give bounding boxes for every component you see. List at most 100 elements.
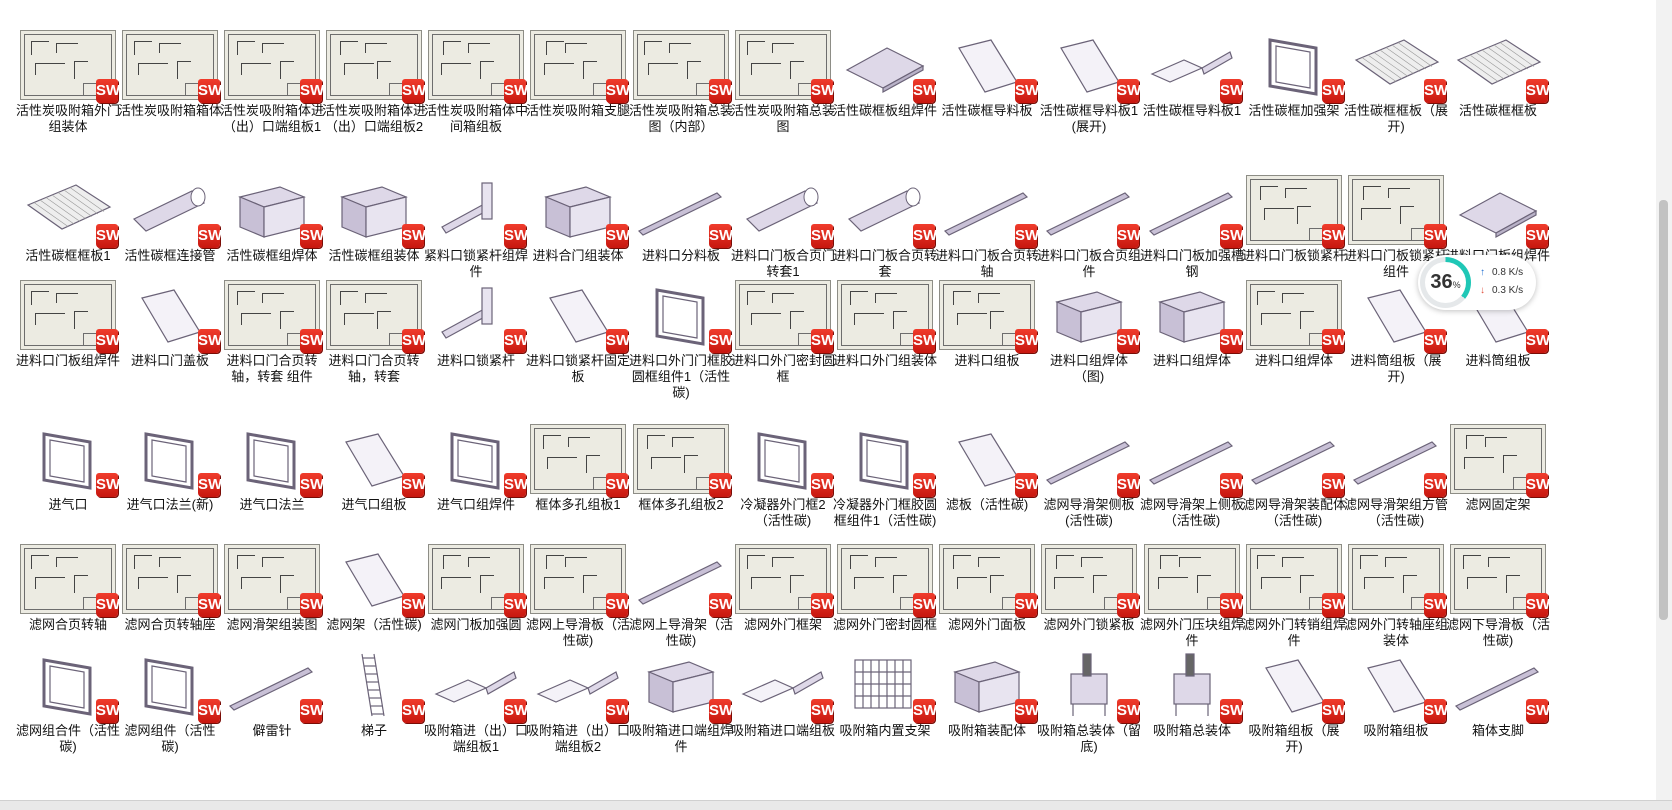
file-name: 进料口锁紧杆固定板 [525, 353, 630, 384]
speed-progress-ring: 36% [1420, 257, 1471, 308]
file-name: 滤网外门压块组焊件 [1139, 617, 1244, 648]
file-name: 吸附箱进（出）口端组板1 [423, 723, 528, 754]
scrollbar-thumb[interactable] [1659, 200, 1668, 620]
solidworks-file-icon: SW [504, 473, 528, 497]
vertical-scrollbar[interactable] [1656, 0, 1672, 800]
model-thumbnail: SW [1041, 424, 1141, 497]
network-speed-widget[interactable]: 36% ↑0.8 K/s ↓0.3 K/s [1418, 255, 1536, 310]
model-thumbnail: SW [1348, 650, 1448, 723]
drawing-thumbnail: SW [633, 30, 733, 103]
